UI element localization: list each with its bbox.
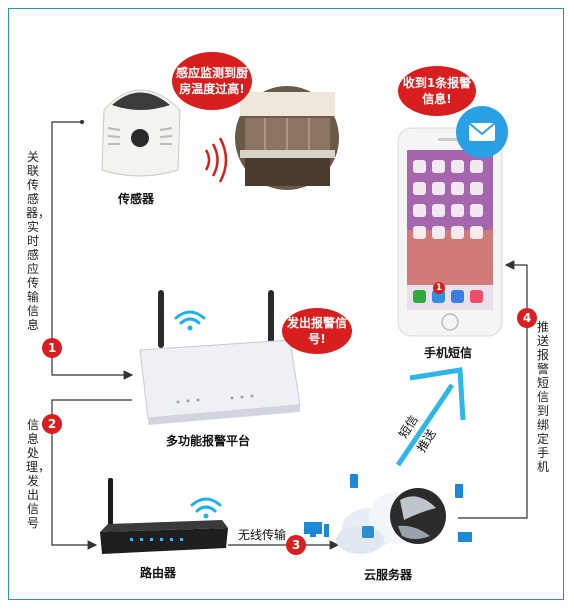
router-label: 路由器 (140, 566, 177, 580)
step3-text: 无线传输 (238, 528, 287, 542)
phone-notification-badge: 1 (433, 282, 445, 294)
connector-step4 (458, 260, 528, 519)
cloud-label: 云服务器 (364, 568, 413, 582)
cloud-illustration (336, 474, 472, 554)
diagram-frame (8, 8, 564, 600)
step1-text: 关联传感器，实时感应传输信息 (26, 150, 51, 332)
sensor-alert-bubble: 感应监测到厨房温度过高! (172, 52, 252, 110)
platform-illustration (139, 290, 301, 425)
step2-badge: 2 (42, 414, 62, 434)
connector-step1 (51, 121, 134, 380)
sms-push-arrow (395, 367, 466, 467)
sensor-illustration (101, 89, 228, 183)
step3-badge: 3 (286, 535, 306, 555)
step4-badge: 4 (517, 308, 537, 328)
phone-illustration (397, 106, 508, 337)
platform-alert-bubble: 发出报警信号! (282, 308, 352, 354)
step4-text: 推送报警短信到绑定手机 (536, 320, 549, 474)
phone-alert-text: 收到1条报警信息! (402, 76, 472, 106)
connector-step2 (51, 399, 132, 550)
kitchen-photo (235, 86, 339, 190)
step2-text: 信息处理，发出信号 (26, 418, 51, 530)
phone-alert-bubble: 收到1条报警信息! (398, 66, 476, 116)
step1-badge: 1 (42, 338, 62, 358)
platform-alert-text: 发出报警信号! (286, 316, 347, 346)
platform-label: 多功能报警平台 (166, 434, 251, 448)
sensor-alert-text: 感应监测到厨房温度过高! (176, 66, 249, 96)
sensor-label: 传感器 (118, 192, 155, 206)
phone-label: 手机短信 (424, 346, 473, 360)
router-illustration (100, 478, 329, 554)
